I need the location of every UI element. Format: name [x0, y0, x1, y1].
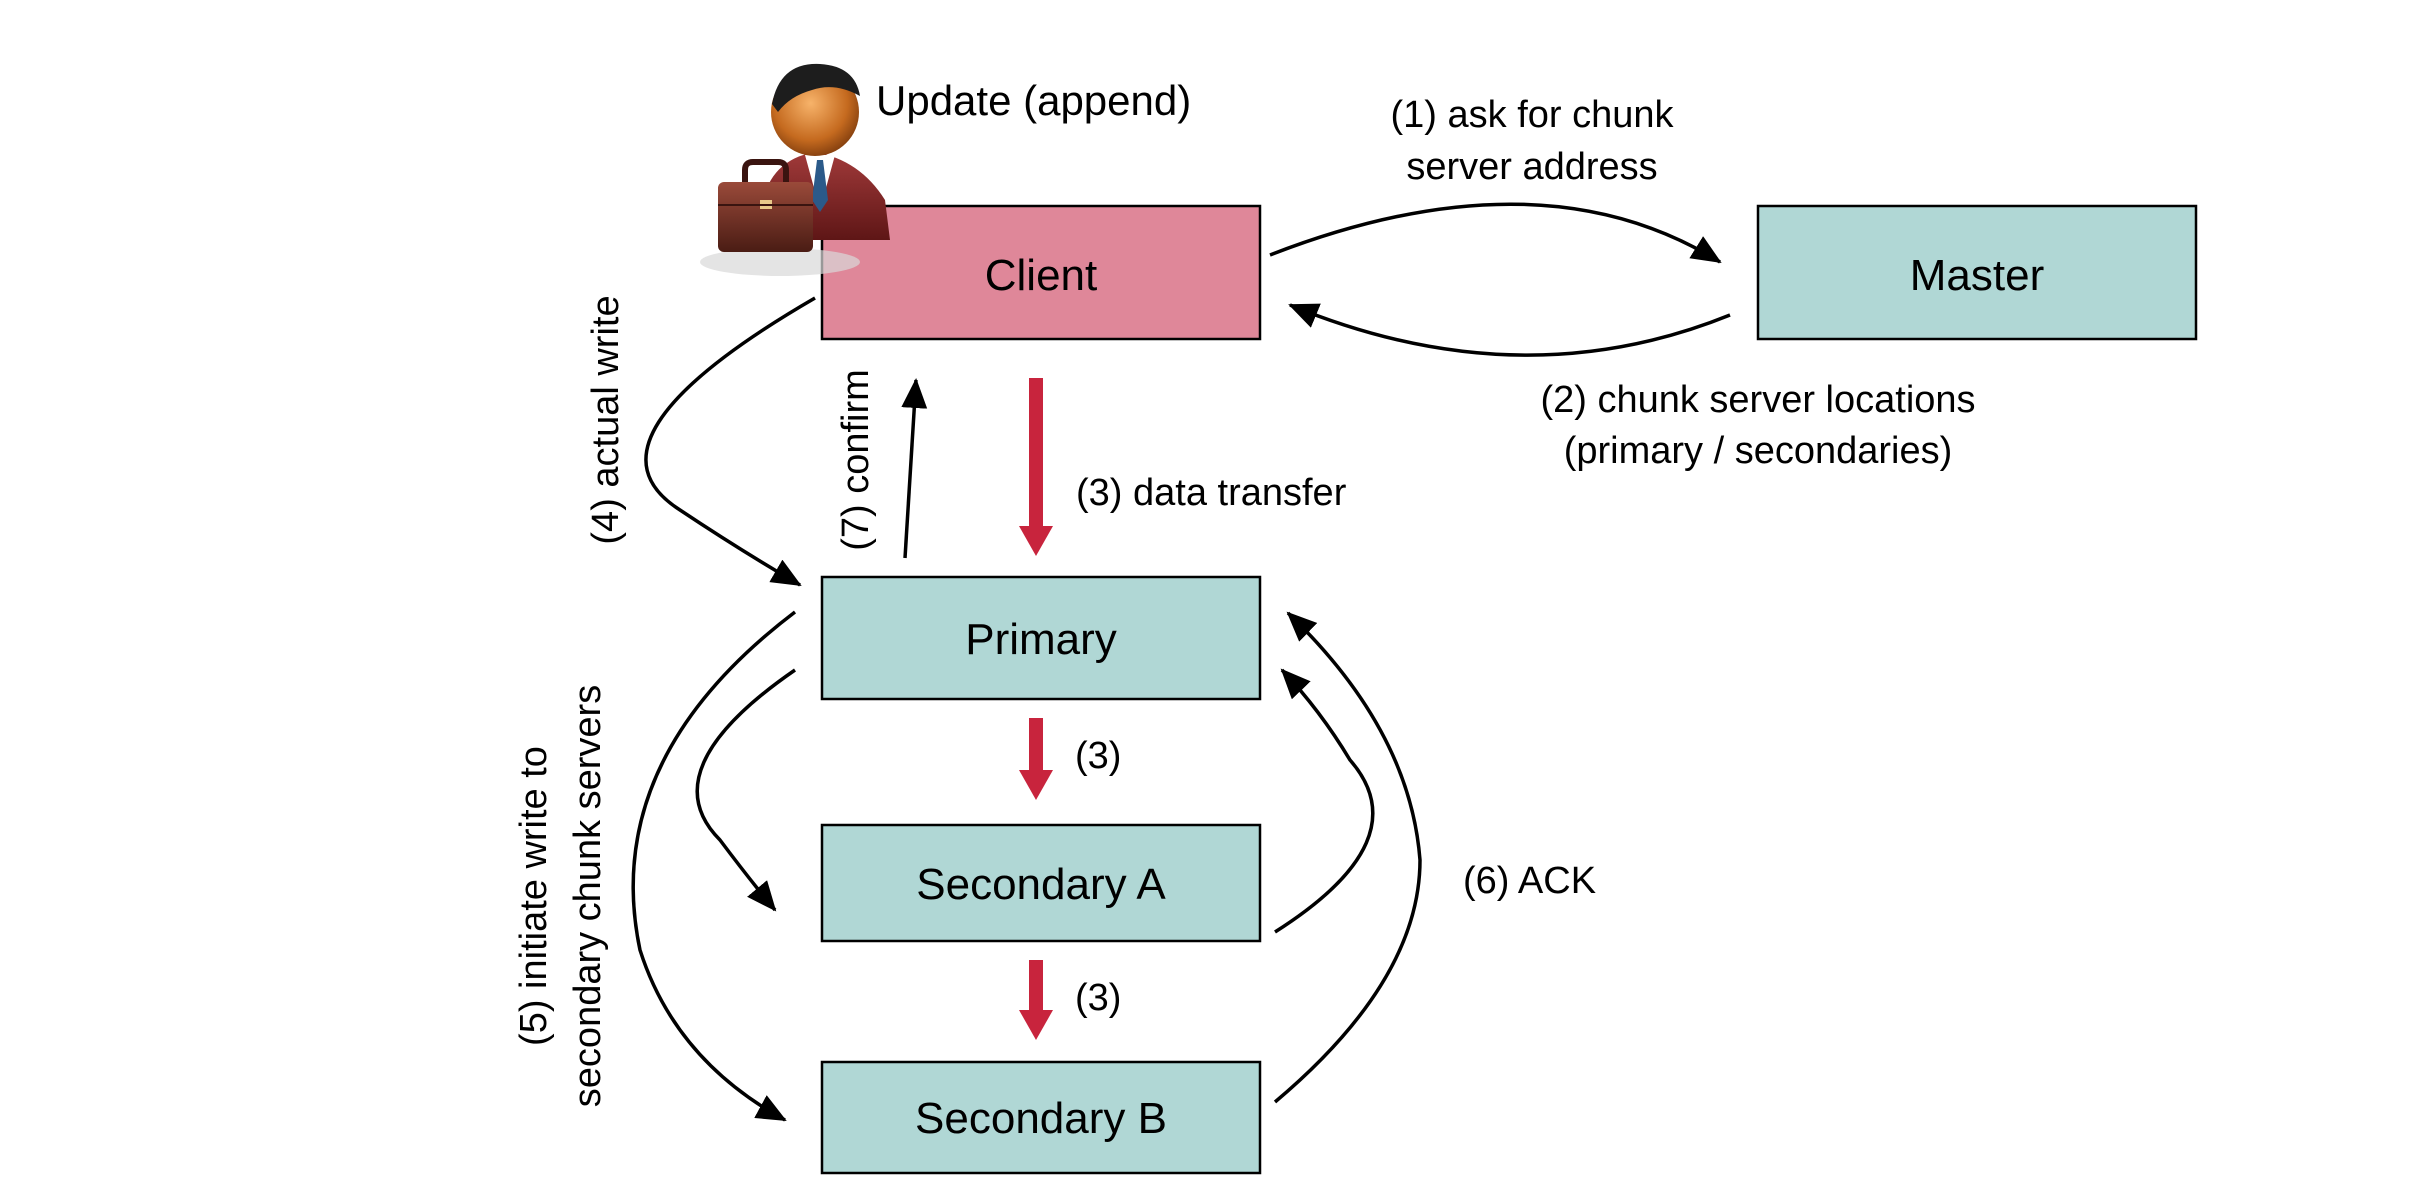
ask-address-label-line2: server address — [1406, 146, 1657, 188]
ack-a-arrow — [1274, 668, 1375, 934]
actual-write-label: (4) actual write — [585, 295, 627, 544]
initiate-write-label-line1: (5) initiate write to — [513, 746, 555, 1046]
data-transfer-secondary-a-label: (3) — [1075, 735, 1121, 777]
businessman-with-briefcase-icon — [700, 63, 890, 276]
client-label: Client — [985, 251, 1098, 300]
secondary-b-label: Secondary B — [915, 1094, 1167, 1143]
ask-address-label-line1: (1) ask for chunk — [1391, 94, 1675, 136]
locations-label-line1: (2) chunk server locations — [1540, 379, 1975, 421]
data-transfer-secondary-b-label: (3) — [1075, 977, 1121, 1019]
client-node: Client — [820, 204, 1262, 341]
secondary-b-node: Secondary B — [820, 1060, 1262, 1175]
secondary-a-label: Secondary A — [916, 860, 1166, 909]
primary-label: Primary — [965, 615, 1117, 664]
primary-node: Primary — [820, 575, 1262, 701]
actual-write-arrow — [644, 296, 816, 587]
ack-b-arrow — [1273, 611, 1422, 1104]
initiate-write-b-arrow — [631, 610, 797, 1122]
ack-label: (6) ACK — [1463, 860, 1596, 902]
master-label: Master — [1910, 251, 2044, 300]
locations-label-line2: (primary / secondaries) — [1564, 430, 1953, 472]
initiate-write-label-line2: secondary chunk servers — [567, 685, 609, 1107]
locations-arrow — [1288, 303, 1731, 357]
ask-address-arrow — [1269, 202, 1722, 264]
secondary-a-node: Secondary A — [820, 823, 1262, 943]
initiate-write-a-arrow — [695, 668, 796, 912]
update-label: Update (append) — [876, 77, 1191, 124]
master-node: Master — [1756, 204, 2198, 341]
confirm-arrow — [901, 378, 928, 559]
data-transfer-label: (3) data transfer — [1076, 472, 1347, 514]
confirm-label: (7) confirm — [835, 369, 877, 551]
